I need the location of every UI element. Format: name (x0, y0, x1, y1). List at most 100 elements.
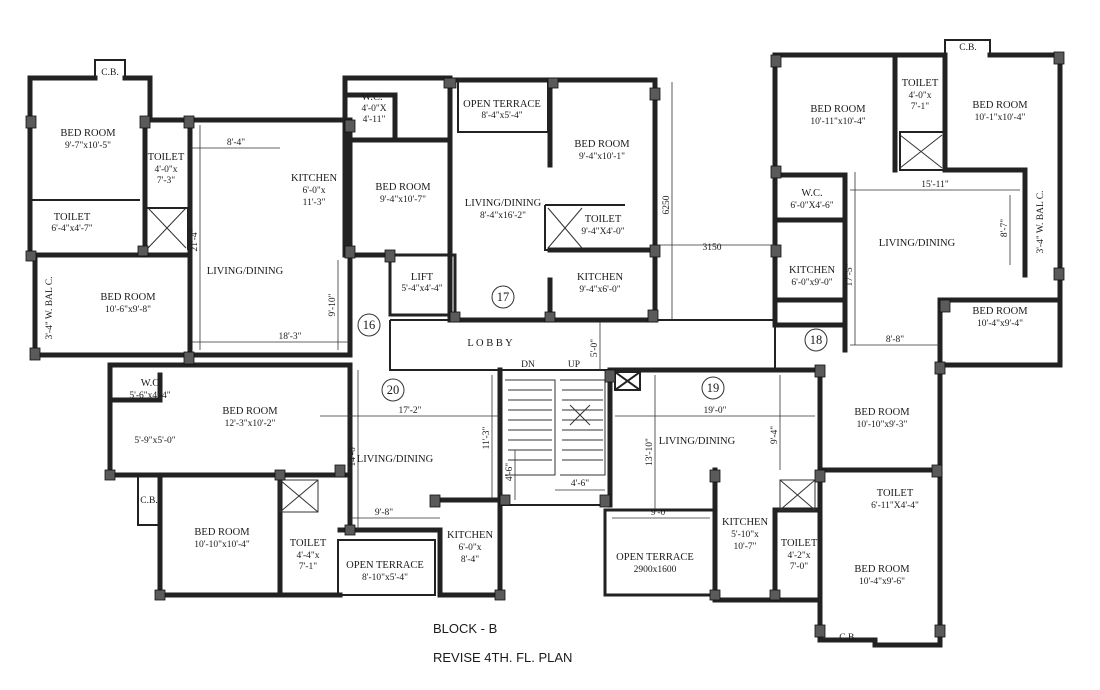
unit-markers: 16 17 18 19 20 (357, 285, 828, 402)
toilet-35-dim: 4'-2"x (787, 551, 810, 561)
living-12-name: LIVING/DINING (465, 198, 542, 209)
wc-8-dim2: 4'-11" (363, 115, 386, 125)
unit-17-label: 17 (497, 290, 510, 304)
living-27-name: LIVING/DINING (357, 454, 434, 465)
lift-14-dim: 5'-4"x4'-4" (401, 284, 442, 294)
kitchen-7-dim: 6'-0"x (302, 186, 325, 196)
toilet-2-name: TOILET (148, 152, 185, 163)
living-6-name: LIVING/DINING (207, 266, 284, 277)
dim-5: 6250 (662, 195, 672, 214)
cb-1-label: C.B. (101, 68, 118, 78)
cb-2-label: C.B. (959, 43, 976, 53)
bedroom-11-dim: 9'-4"x10'-1" (579, 152, 625, 162)
living-20-name: LIVING/DINING (879, 238, 956, 249)
dim-8: 15'-11" (921, 180, 949, 190)
terrace-33-name: OPEN TERRACE (616, 552, 694, 563)
terrace-33-dim: 2900x1600 (634, 565, 677, 575)
bedroom-28-name: BED ROOM (194, 527, 250, 538)
toilet-13-name: TOILET (585, 214, 622, 225)
kitchen-15-dim: 9'-4"x6'-0" (579, 285, 620, 295)
bedroom-16-name: BED ROOM (810, 104, 866, 115)
dim-19: 9'-4" (770, 426, 780, 444)
toilet-37-dim: 6'-11"X4'-4" (871, 501, 919, 511)
terrace-10-name: OPEN TERRACE (463, 99, 541, 110)
dim-12: 17'-2" (398, 406, 421, 416)
toilet-35-dim2: 7'-0" (790, 562, 808, 572)
wc-19-dim: 6'-0"X4'-6" (790, 201, 833, 211)
bedroom-9-name: BED ROOM (375, 182, 431, 193)
bedroom-23-dim: 10'-4"x9'-4" (977, 319, 1023, 329)
columns (25, 51, 1065, 638)
core: L O B B Y DN UP (467, 338, 580, 370)
living-12-dim: 8'-4"x16'-2" (480, 211, 526, 221)
kitchen-34-dim: 5'-10"x (731, 530, 759, 540)
bedroom-38-name: BED ROOM (854, 564, 910, 575)
kitchen-31-dim2: 8'-4" (461, 555, 479, 565)
toilet-29-dim: 4'-4"x (296, 551, 319, 561)
dim-14: 11'-3" (482, 427, 492, 450)
toilet-17-name: TOILET (902, 78, 939, 89)
lobby-label: L O B B Y (467, 338, 513, 349)
kitchen-31-dim: 6'-0"x (458, 543, 481, 553)
dim-10: 17'-5" (845, 263, 855, 286)
toilet-29-name: TOILET (290, 538, 327, 549)
terrace-30-name: OPEN TERRACE (346, 560, 424, 571)
kitchen-22-dim: 6'-0"x9'-0" (791, 278, 832, 288)
block-title: BLOCK - B (433, 621, 498, 636)
space-26-dim: 5'-9"x5'-0" (134, 436, 175, 446)
bedroom-1-name: BED ROOM (60, 128, 116, 139)
terrace-30-dim: 8'-10"x5'-4" (362, 573, 408, 583)
stairs-dn-label: DN (521, 360, 535, 370)
bedroom-25-dim: 12'-3"x10'-2" (225, 419, 276, 429)
bedroom-38-dim: 10'-4"x9'-6" (859, 577, 905, 587)
dim-9: 8'-7" (1000, 219, 1010, 237)
bedroom-36-name: BED ROOM (854, 407, 910, 418)
bedroom-18-dim: 10'-1"x10'-4" (975, 113, 1026, 123)
kitchen-34-dim2: 10'-7" (733, 542, 756, 552)
toilet-3-dim: 6'-4"x4'-7" (51, 224, 92, 234)
unit-16-label: 16 (363, 318, 376, 332)
wc-24-dim: 5'-6"x4'-4" (129, 391, 170, 401)
bedroom-9-dim: 9'-4"x10'-7" (380, 195, 426, 205)
unit-20-label: 20 (387, 383, 400, 397)
cb-3-label: C.B. (140, 496, 157, 506)
wc-8-name: W.C. (361, 92, 382, 103)
lift-14-name: LIFT (411, 272, 434, 283)
kitchen-22-name: KITCHEN (789, 265, 835, 276)
kitchen-7-name: KITCHEN (291, 173, 337, 184)
bedroom-4-name: BED ROOM (100, 292, 156, 303)
bedroom-23-name: BED ROOM (972, 306, 1028, 317)
toilet-13-dim: 9'-4"X4'-0" (581, 227, 624, 237)
terrace-10-dim: 8'-4"x5'-4" (481, 111, 522, 121)
kitchen-34-name: KITCHEN (722, 517, 768, 528)
dim-16: 4'-6" (505, 463, 515, 481)
dim-4: 9'-10" (328, 293, 338, 316)
living-32-name: LIVING/DINING (659, 436, 736, 447)
dim-6: 3150 (703, 243, 722, 253)
room-labels: BED ROOM 9'-7"x10'-5" TOILET 4'-0"x 7'-3… (45, 78, 1046, 587)
toilet-3-name: TOILET (54, 212, 91, 223)
plan-title: REVISE 4TH. FL. PLAN (433, 650, 573, 665)
balcony-5-name: 3'-4" W. BAL C. (45, 276, 55, 339)
bedroom-11-name: BED ROOM (574, 139, 630, 150)
dim-13: 19'-0" (703, 406, 726, 416)
dim-20: 9'-8" (375, 508, 393, 518)
wc-19-name: W.C. (801, 188, 822, 199)
bedroom-25-name: BED ROOM (222, 406, 278, 417)
toilet-35-name: TOILET (781, 538, 818, 549)
toilet-2-dim2: 7'-3" (157, 176, 175, 186)
bedroom-1-dim: 9'-7"x10'-5" (65, 141, 111, 151)
dim-3: 18'-3" (278, 332, 301, 342)
dim-7: 5'-0" (590, 339, 600, 357)
bedroom-28-dim: 10'-10"x10'-4" (194, 540, 250, 550)
wc-8-dim: 4'-0"X (361, 104, 386, 114)
wc-24-name: W.C (141, 378, 160, 389)
bedroom-18-name: BED ROOM (972, 100, 1028, 111)
cupboards: C.B. C.B. C.B. C.B. (101, 43, 976, 643)
unit-19-label: 19 (707, 381, 720, 395)
walls (27, 39, 1063, 648)
dim-2: 21'-4" (190, 228, 200, 251)
dim-21: 9'-0" (651, 508, 669, 518)
kitchen-31-name: KITCHEN (447, 530, 493, 541)
